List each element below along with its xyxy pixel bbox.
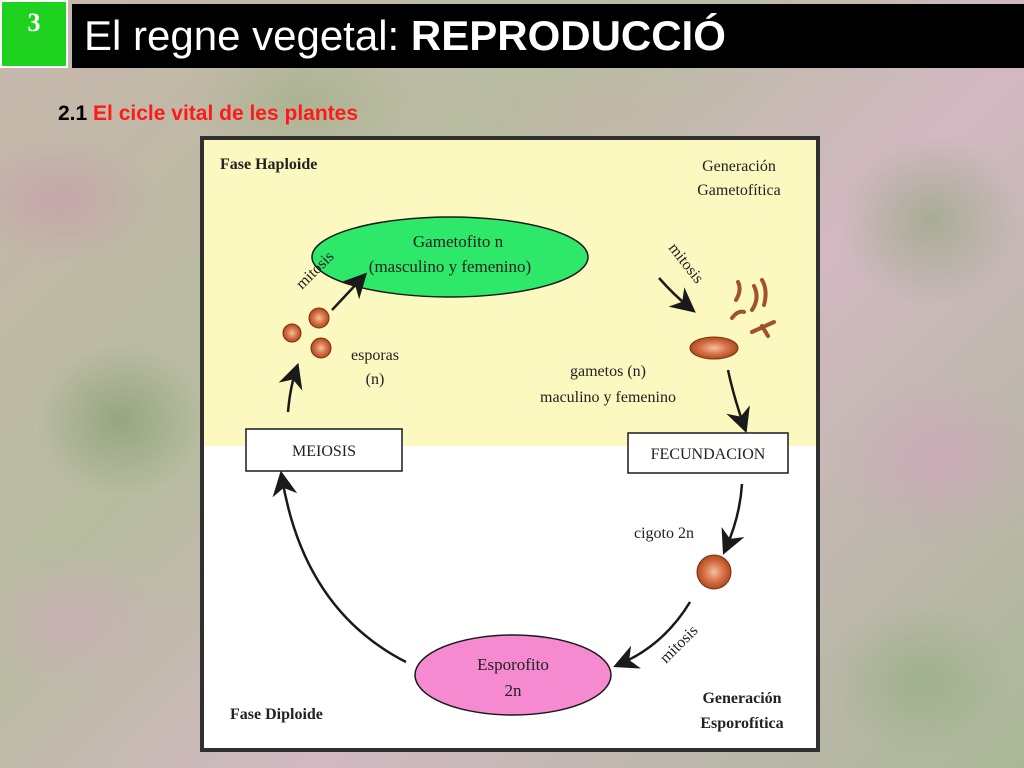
zygote-label: cigoto 2n <box>634 525 694 542</box>
fecundation-label: FECUNDACION <box>651 446 766 463</box>
arrow-gametes-to-fecundation <box>726 369 750 434</box>
sporophytic-generation-line1: Generación <box>702 690 781 707</box>
subtitle-text: El cicle vital de les plantes <box>93 102 359 125</box>
arrow-spores-to-gametophyte <box>331 272 368 311</box>
phase-haploid-label: Fase Haploide <box>220 156 317 173</box>
sperm-cells <box>730 278 776 338</box>
arrow-fecundation-to-zygote <box>721 483 745 555</box>
gametes-label-line2: maculino y femenino <box>540 389 676 406</box>
arrow-zygote-to-sporophyte <box>613 601 692 669</box>
slide-title-bold: REPRODUCCIÓ <box>410 12 726 59</box>
life-cycle-diagram: Fase Haploide Generación Gametofítica Fa… <box>200 136 820 752</box>
spores-label-line2: (n) <box>366 371 385 388</box>
arrow-gametophyte-to-gametes <box>658 277 696 313</box>
slide-title: El regne vegetal: REPRODUCCIÓ <box>84 12 726 60</box>
arrow-meiosis-to-spores <box>278 362 303 413</box>
zygote-cell <box>696 554 732 590</box>
subtitle-number: 2.1 <box>58 102 88 125</box>
title-bar: El regne vegetal: REPRODUCCIÓ <box>72 4 1024 68</box>
gametes-label-line1: gametos (n) <box>570 363 646 380</box>
fecundation-box <box>627 432 789 474</box>
slide-number-badge: 3 <box>0 0 68 68</box>
slide-number: 3 <box>27 8 41 37</box>
arrow-sporophyte-to-meiosis <box>272 470 407 664</box>
sporophytic-generation-line2: Esporofítica <box>700 715 783 732</box>
gametophyte-label-line2: (masculino y femenino) <box>369 257 531 276</box>
sporophyte-label-line2: 2n <box>505 681 523 700</box>
sporophyte-ellipse <box>414 634 612 716</box>
gametophyte-ellipse <box>311 216 589 298</box>
spores-cells <box>282 307 332 359</box>
meiosis-box <box>245 428 403 472</box>
spores-label-line1: esporas <box>351 347 399 364</box>
sporophyte-label-line1: Esporofito <box>477 655 549 674</box>
gametophyte-label-line1: Gametofito n <box>413 232 504 251</box>
meiosis-label: MEIOSIS <box>292 443 356 460</box>
cycle-arrows <box>272 272 750 669</box>
slide-title-regular: El regne vegetal: <box>84 12 411 59</box>
life-cycle-svg: Fase Haploide Generación Gametofítica Fa… <box>204 140 816 748</box>
section-subtitle: 2.1 El cicle vital de les plantes <box>58 102 358 126</box>
gametophytic-generation-line1: Generación <box>702 158 776 175</box>
ovule-cell <box>689 336 739 360</box>
gametophytic-generation-line2: Gametofítica <box>697 182 781 199</box>
phase-diploid-label: Fase Diploide <box>230 706 323 723</box>
